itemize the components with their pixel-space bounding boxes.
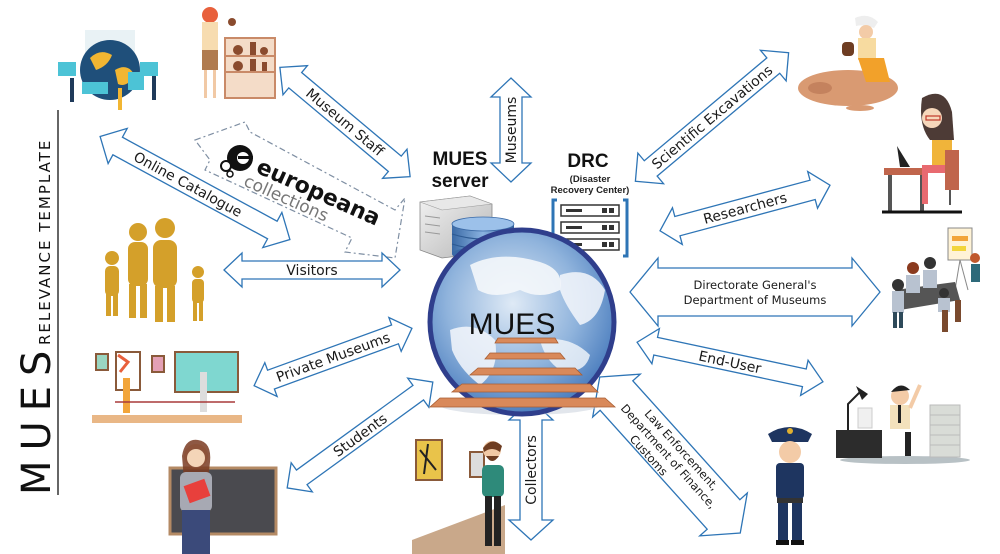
- drc-sub-2: Recovery Center): [551, 185, 630, 196]
- arrow-visitors: Visitors: [223, 251, 401, 289]
- drc-sub-1: (Disaster: [570, 174, 611, 185]
- archaeologist-illustration: [798, 15, 898, 111]
- visitors-illustration: [105, 218, 204, 322]
- arrow-law-enforcement: Law Enforcement, Department of Finance, …: [591, 373, 749, 537]
- drc-title: DRC: [567, 151, 608, 172]
- label-collectors: Collectors: [524, 435, 540, 505]
- researcher-illustration: [882, 93, 962, 214]
- arrow-directorate: Directorate General's Department of Muse…: [629, 256, 881, 328]
- label-researchers: Researchers: [702, 190, 789, 228]
- office-worker-illustration: [836, 384, 970, 464]
- label-directorate-1: Directorate General's: [694, 278, 817, 292]
- server-label-line2: server: [431, 171, 489, 192]
- arrow-students: Students: [286, 377, 434, 493]
- label-directorate-2: Department of Museums: [684, 293, 827, 307]
- vertical-title: MUES RELEVANCE TEMPLATE: [14, 110, 60, 495]
- arrow-private-museums: Private Museums: [253, 316, 413, 398]
- mues-globe: MUES: [427, 227, 617, 417]
- arrow-researchers: Researchers: [659, 170, 831, 246]
- stairs-icon: [428, 337, 617, 408]
- europeana-dashed-arrow: [194, 121, 406, 259]
- label-students: Students: [331, 411, 391, 461]
- globe-label: MUES: [469, 308, 556, 341]
- arrow-museums: Museums: [489, 77, 533, 183]
- title-main: MUES: [14, 341, 60, 495]
- museum-staff-illustration: [202, 7, 276, 99]
- label-law-enforcement-2: Department of Finance,: [618, 401, 719, 511]
- label-visitors: Visitors: [286, 263, 337, 279]
- mues-server-label: MUES server: [431, 149, 489, 192]
- arrow-scientific-excavations: Scientific Excavations: [634, 49, 790, 185]
- label-scientific-excavations: Scientific Excavations: [649, 63, 776, 173]
- title-sub: RELEVANCE TEMPLATE: [36, 139, 54, 345]
- label-museums: Museums: [504, 97, 520, 164]
- server-label-line1: MUES: [433, 149, 488, 170]
- drc-label: DRC (Disaster Recovery Center): [551, 151, 630, 196]
- arrow-end-user: End-User: [636, 327, 824, 397]
- label-museum-staff: Museum Staff: [302, 86, 386, 160]
- europeana-icon: [220, 145, 253, 178]
- online-users-illustration: [58, 30, 158, 110]
- student-illustration: [168, 439, 278, 554]
- label-private-museums: Private Museums: [274, 330, 392, 386]
- collector-illustration: [412, 439, 505, 554]
- gallery-illustration: [92, 351, 242, 423]
- police-officer-illustration: [768, 427, 812, 545]
- arrow-collectors: Collectors: [507, 399, 555, 541]
- meeting-team-illustration: [892, 227, 980, 332]
